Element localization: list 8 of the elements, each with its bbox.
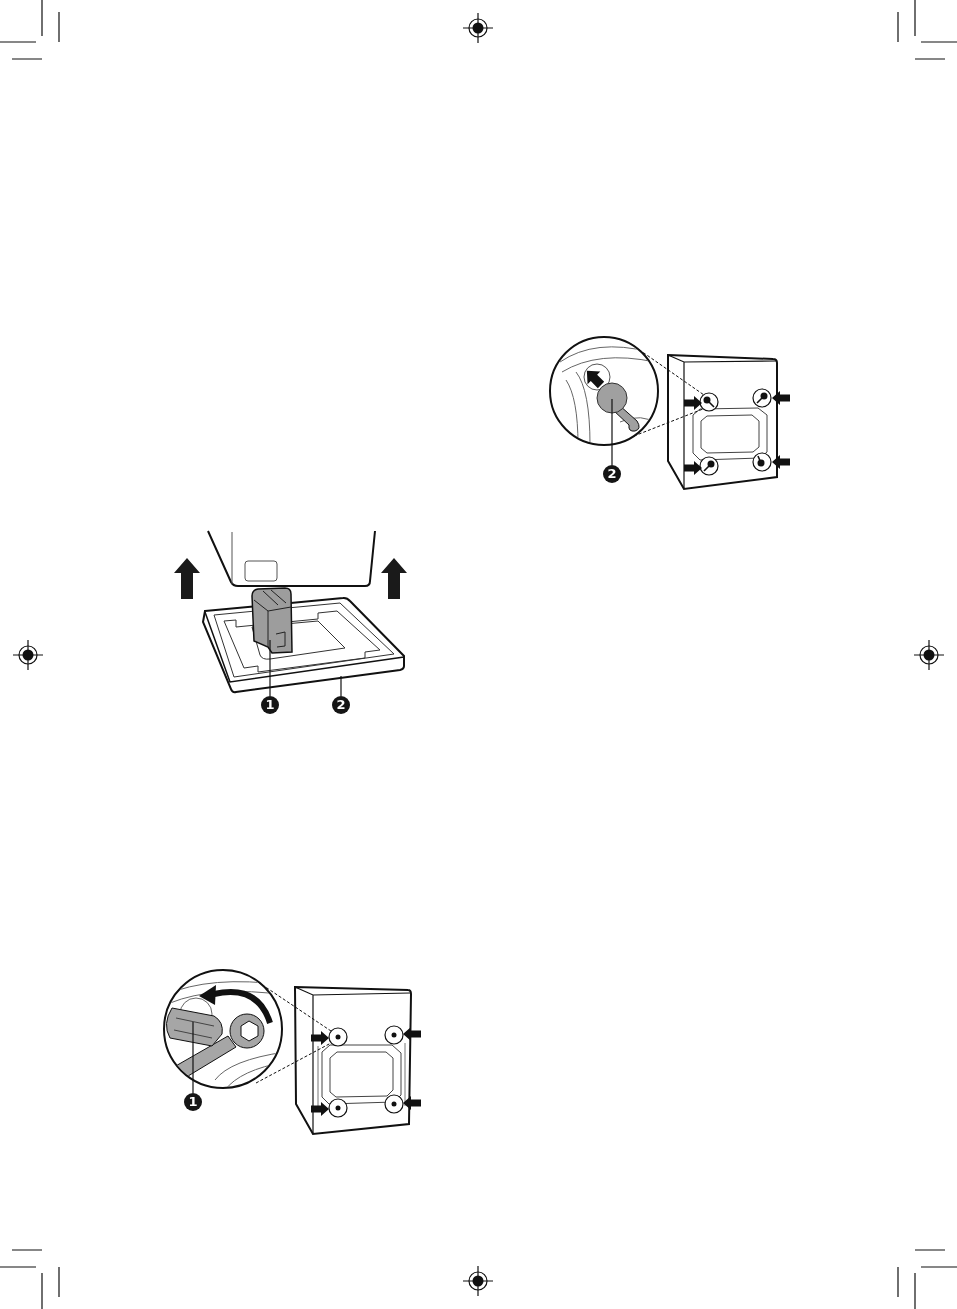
callout-number: 2: [603, 465, 621, 483]
callout-number: 1: [184, 1093, 202, 1111]
leader-line: [269, 639, 271, 697]
callout-number: 2: [332, 696, 350, 714]
leader-line: [192, 1021, 194, 1094]
callout-number: 1: [261, 696, 279, 714]
leader-line: [340, 675, 342, 697]
leader-line: [611, 398, 613, 466]
